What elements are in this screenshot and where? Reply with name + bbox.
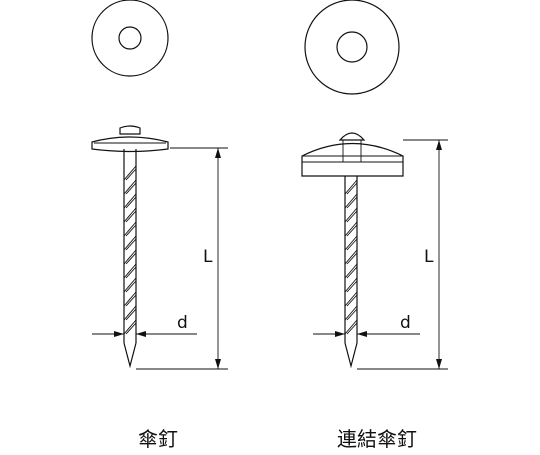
twist-line	[346, 294, 358, 307]
twist-line	[125, 280, 137, 293]
twist-line	[125, 266, 137, 279]
twist-line	[344, 235, 358, 251]
twist-line	[344, 319, 358, 335]
right-diameter-label: d	[400, 313, 411, 333]
twist-line	[125, 322, 137, 335]
twist-line	[344, 291, 358, 307]
right-caption: 連結傘釘	[337, 427, 417, 450]
twist-line	[123, 193, 137, 209]
twist-line	[346, 210, 358, 223]
twist-line	[123, 319, 137, 335]
twist-line	[123, 221, 137, 237]
right-length-dimension	[357, 139, 448, 370]
twist-line	[346, 238, 358, 251]
twist-line	[125, 308, 137, 321]
twist-line	[123, 277, 137, 293]
twist-line	[344, 179, 358, 195]
twist-line	[344, 263, 358, 279]
twist-line	[123, 235, 137, 251]
twist-line	[125, 238, 137, 251]
twist-line	[344, 193, 358, 209]
right-length-label: L	[424, 247, 434, 267]
twist-line	[123, 249, 137, 265]
twist-line	[123, 165, 137, 181]
right-diameter-dimension	[313, 331, 420, 337]
right-nail-head	[301, 132, 404, 177]
right-top-view	[304, 0, 400, 95]
left-nail-figure: L d 傘釘	[91, 0, 228, 451]
twist-line	[344, 305, 358, 321]
left-length-dimension	[136, 147, 228, 370]
twist-line	[123, 179, 137, 195]
left-caption: 傘釘	[138, 427, 178, 450]
twist-line	[125, 182, 137, 195]
twist-line	[346, 196, 358, 209]
left-nail-shank	[123, 149, 137, 369]
twist-line	[346, 252, 358, 265]
twist-line	[344, 221, 358, 237]
twist-line	[123, 291, 137, 307]
twist-line	[125, 168, 137, 181]
right-nail-figure: L d 連結傘釘	[301, 0, 448, 451]
twist-line	[123, 207, 137, 223]
twist-line	[346, 182, 358, 195]
left-top-view	[91, 0, 169, 77]
twist-line	[123, 305, 137, 321]
twist-line	[125, 252, 137, 265]
twist-line	[346, 322, 358, 335]
twist-line	[125, 224, 137, 237]
twist-line	[125, 196, 137, 209]
left-diameter-label: d	[177, 313, 188, 333]
twist-line	[344, 277, 358, 293]
twist-line	[346, 266, 358, 279]
twist-line	[344, 249, 358, 265]
left-length-label: L	[203, 247, 213, 267]
right-nail-shank	[344, 176, 358, 369]
left-nail-head	[91, 125, 169, 153]
twist-line	[125, 210, 137, 223]
twist-line	[123, 263, 137, 279]
twist-line	[346, 308, 358, 321]
twist-line	[346, 280, 358, 293]
twist-line	[344, 207, 358, 223]
twist-line	[125, 294, 137, 307]
twist-line	[346, 224, 358, 237]
left-diameter-dimension	[92, 331, 197, 337]
